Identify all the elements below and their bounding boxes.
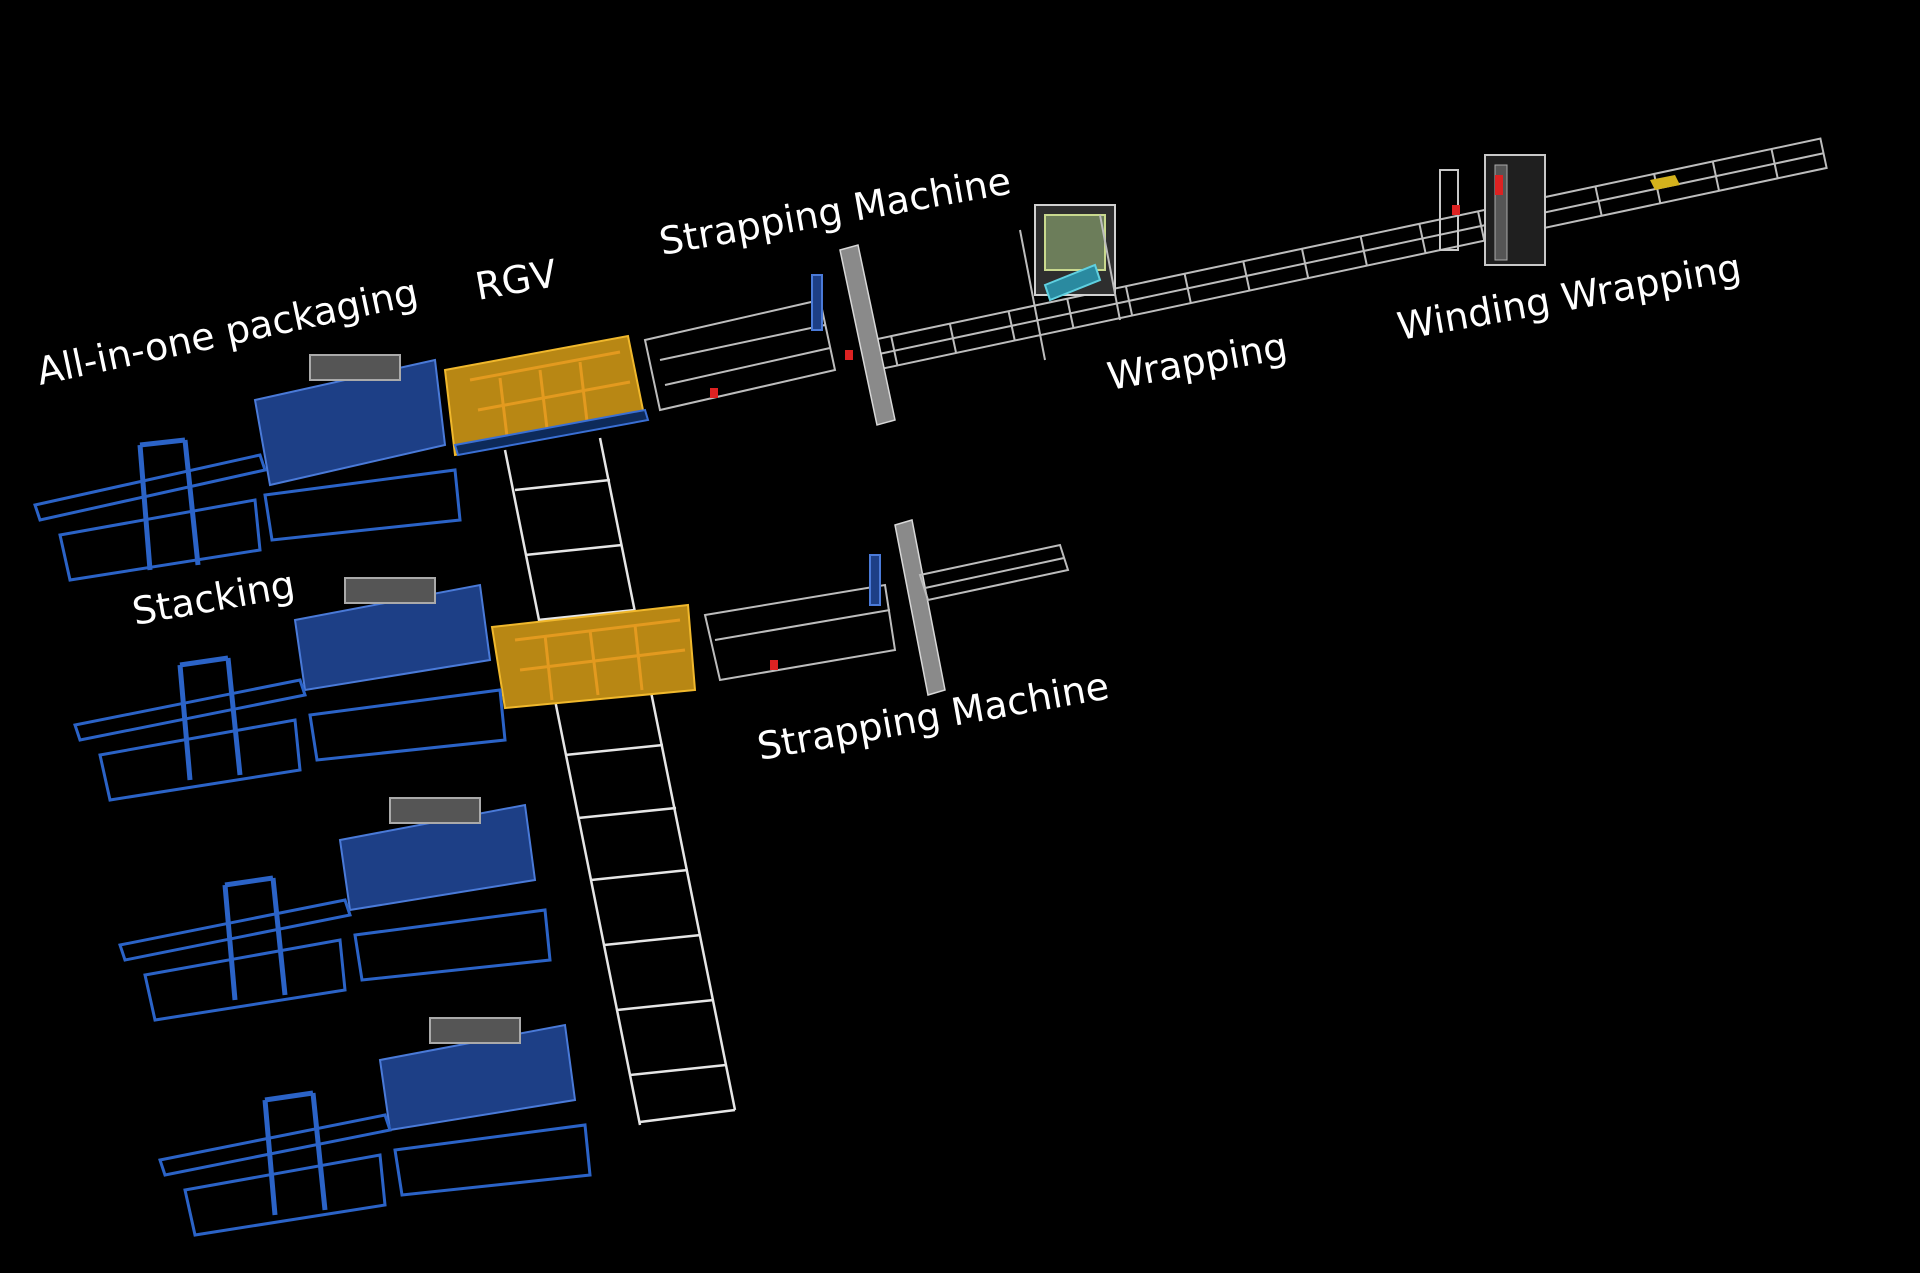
rgv-rail	[503, 437, 737, 1126]
rgv-top	[443, 334, 650, 457]
label-wrapping: Wrapping	[1104, 324, 1291, 399]
label-winding-wrapping: Winding Wrapping	[1394, 245, 1744, 349]
packaging-unit-4	[158, 1017, 592, 1237]
strapping-machine-bottom	[703, 519, 1070, 696]
strapping-machine-top	[643, 244, 896, 426]
packaging-unit-1	[33, 354, 462, 582]
label-strapping-machine-top: Strapping Machine	[656, 159, 1014, 264]
packaging-unit-2	[73, 577, 507, 802]
label-rgv: RGV	[472, 251, 560, 309]
winding-wrapping-machine	[1439, 154, 1680, 266]
label-stacking: Stacking	[129, 562, 298, 634]
rgv-bottom	[490, 603, 697, 710]
packaging-unit-3	[118, 797, 552, 1022]
wrapping-machine	[1019, 204, 1121, 361]
